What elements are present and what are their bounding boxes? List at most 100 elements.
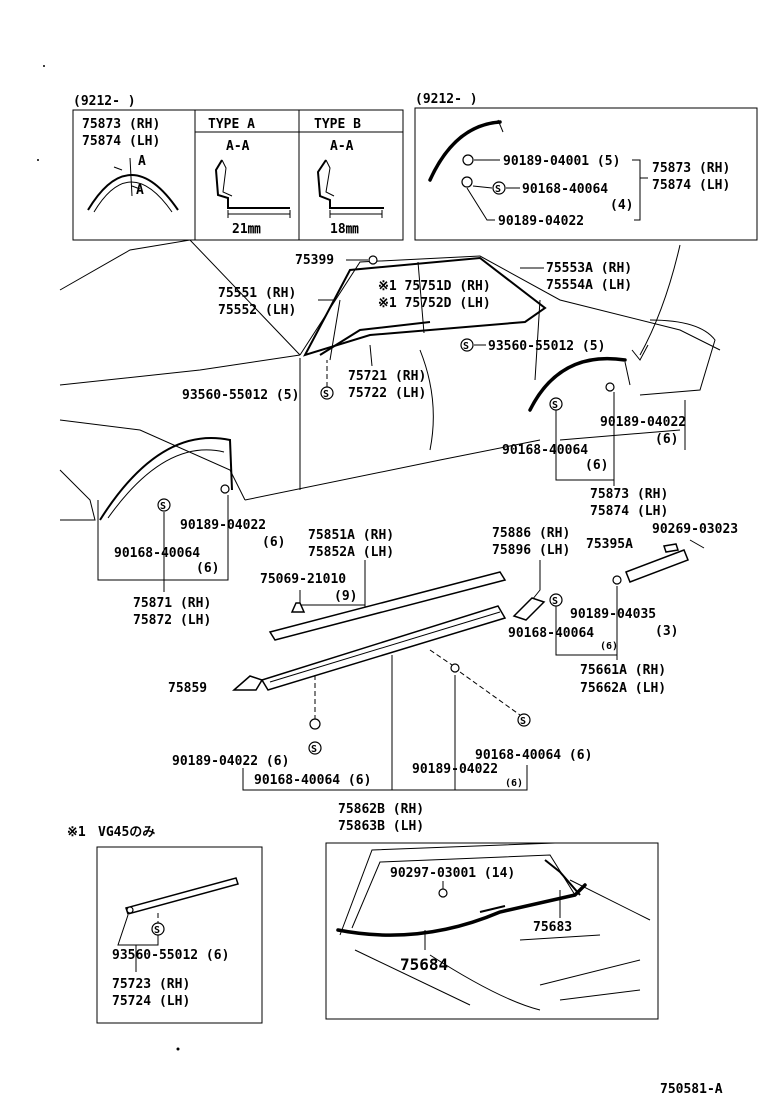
callout-75859: 75859 — [168, 681, 207, 696]
clip-symbol-label: S — [154, 925, 160, 936]
clip-symbol — [157, 498, 171, 512]
callout-75069: 75069-21010 — [260, 572, 346, 587]
callout-75872: 75872 (LH) — [133, 613, 211, 628]
callout-75661a: 75661A (RH) — [580, 663, 666, 678]
type-b-title: TYPE B — [314, 117, 361, 132]
type-b-dimension: 18㎜ — [330, 222, 359, 237]
nut-symbol — [438, 888, 448, 898]
callout-90168-lower: 90168-40064 (6) — [254, 773, 371, 788]
clip-symbol-label: S — [463, 341, 469, 352]
rocker-moldings: 75851A (RH) 75852A (LH) 75069-21010 (9) … — [168, 528, 592, 834]
period-label-left: (9212- ) — [73, 94, 136, 109]
callout-6-c: (6) — [262, 535, 285, 550]
callout-93560-box: 93560-55012 (6) — [112, 948, 229, 963]
fastener-qty-4: (4) — [610, 198, 633, 213]
callout-90269: 90269-03023 — [652, 522, 738, 537]
callout-75751d: ※1 75751D (RH) — [378, 279, 491, 294]
rear-window-box — [325, 842, 659, 1020]
front-wheel-arch — [99, 436, 233, 521]
callout-90168-lower-right: 90168-40064 (6) — [475, 748, 592, 763]
callout-90189-lower: 90189-04022 (6) — [172, 754, 289, 769]
detail-left-part-lh: 75874 (LH) — [82, 134, 160, 149]
clip-symbol-label: S — [520, 716, 526, 727]
clip-75399 — [368, 255, 378, 265]
callout-75862b: 75862B (RH) — [338, 802, 424, 817]
callout-75723: 75723 (RH) — [112, 977, 190, 992]
callouts-front-arch: S 90189-04022 (6) 90168-40064 (6) 75871 … — [97, 484, 285, 628]
callout-6-small-a: (6) — [600, 641, 618, 652]
type-b-section: A-A — [330, 139, 354, 154]
callout-90168-mid: 90168-40064 — [508, 626, 594, 641]
callout-75752d: ※1 75752D (LH) — [378, 296, 491, 311]
clip-symbol-label: S — [160, 501, 166, 512]
detail-left-part-rh: 75873 (RH) — [82, 117, 160, 132]
fastener-90189-04022: 90189-04022 — [498, 214, 584, 229]
callout-75886: 75886 (RH) — [492, 526, 570, 541]
callout-90297: 90297-03001 (14) — [390, 866, 515, 881]
callout-75722: 75722 (LH) — [348, 386, 426, 401]
footnote-condition: VG45のみ — [98, 825, 155, 840]
clip-symbol — [492, 181, 506, 195]
type-a-section: A-A — [226, 139, 250, 154]
callout-90168-rear: 90168-40064 — [502, 443, 588, 458]
period-label-right: (9212- ) — [415, 92, 478, 107]
upper-rocker-molding — [268, 571, 507, 641]
callout-6-small-b: (6) — [505, 778, 523, 789]
callout-75554a: 75554A (LH) — [546, 278, 632, 293]
detail-right-part-rh: 75873 (RH) — [652, 161, 730, 176]
callout-75873: 75873 (RH) — [590, 487, 668, 502]
clip-symbol — [460, 338, 474, 352]
detail-box-left — [72, 109, 404, 241]
belt-molding — [319, 321, 431, 356]
callout-75551: 75551 (RH) — [218, 286, 296, 301]
footnote-detail-box — [96, 846, 263, 1024]
rear-quarter-parts: 75886 (RH) 75896 (LH) 75395A 90269-03023… — [492, 522, 738, 696]
footnote-box: ※1 VG45のみ S 93560-55012 (6) 75723 (RH) 7… — [67, 825, 263, 1024]
fastener-90168-40064: 90168-40064 — [522, 182, 608, 197]
callout-90168-front: 90168-40064 — [114, 546, 200, 561]
clip-symbol — [308, 741, 322, 755]
callout-75874: 75874 (LH) — [590, 504, 668, 519]
callout-75724: 75724 (LH) — [112, 994, 190, 1009]
callout-9: (9) — [334, 589, 357, 604]
clip-symbol-label: S — [552, 400, 558, 411]
nut-symbol — [462, 154, 474, 166]
callout-75851a: 75851A (RH) — [308, 528, 394, 543]
clip-symbol-label: S — [311, 744, 317, 755]
callout-90189-rear: 90189-04022 — [600, 415, 686, 430]
type-a-profile — [214, 159, 290, 209]
type-a-title: TYPE A — [208, 117, 255, 132]
detail-top-right: (9212- ) 90189-04001 (5) S 90168-40064 (… — [414, 92, 758, 241]
nut-symbol — [461, 176, 473, 188]
callout-75896: 75896 (LH) — [492, 543, 570, 558]
clip-75395a — [663, 543, 679, 553]
callout-75553a: 75553A (RH) — [546, 261, 632, 276]
section-marker-bottom: A — [136, 183, 144, 198]
nut-symbol — [612, 575, 622, 585]
clip-symbol-label: S — [495, 184, 501, 195]
callout-75863b: 75863B (LH) — [338, 819, 424, 834]
end-cap-75859 — [232, 675, 264, 691]
belt-molding-75723 — [125, 877, 239, 915]
garnish-75661a — [625, 549, 689, 583]
callout-arrow — [639, 244, 681, 356]
mudguard-75886 — [512, 597, 546, 621]
callout-90189-front: 90189-04022 — [180, 518, 266, 533]
detail-right-part-lh: 75874 (LH) — [652, 178, 730, 193]
callout-75395a: 75395A — [586, 537, 633, 552]
callout-75871: 75871 (RH) — [133, 596, 211, 611]
type-b-profile — [316, 159, 384, 209]
detail-top-left: (9212- ) 75873 (RH) 75874 (LH) A A TYPE … — [72, 94, 404, 241]
nut-symbol — [309, 718, 321, 730]
car-body-outline — [59, 239, 721, 521]
callout-75852a: 75852A (LH) — [308, 545, 394, 560]
callout-93560-left: 93560-55012 (5) — [182, 388, 299, 403]
callout-75684: 75684 — [400, 955, 448, 974]
rear-window-detail: 90297-03001 (14) 75683 75684 — [325, 842, 659, 1020]
nut-symbol — [220, 484, 230, 494]
clip-symbol — [517, 713, 531, 727]
callout-6-b: (6) — [585, 458, 608, 473]
rear-window-molding — [336, 883, 587, 937]
type-a-dimension: 21㎜ — [232, 222, 261, 237]
detail-box-right — [414, 107, 758, 241]
